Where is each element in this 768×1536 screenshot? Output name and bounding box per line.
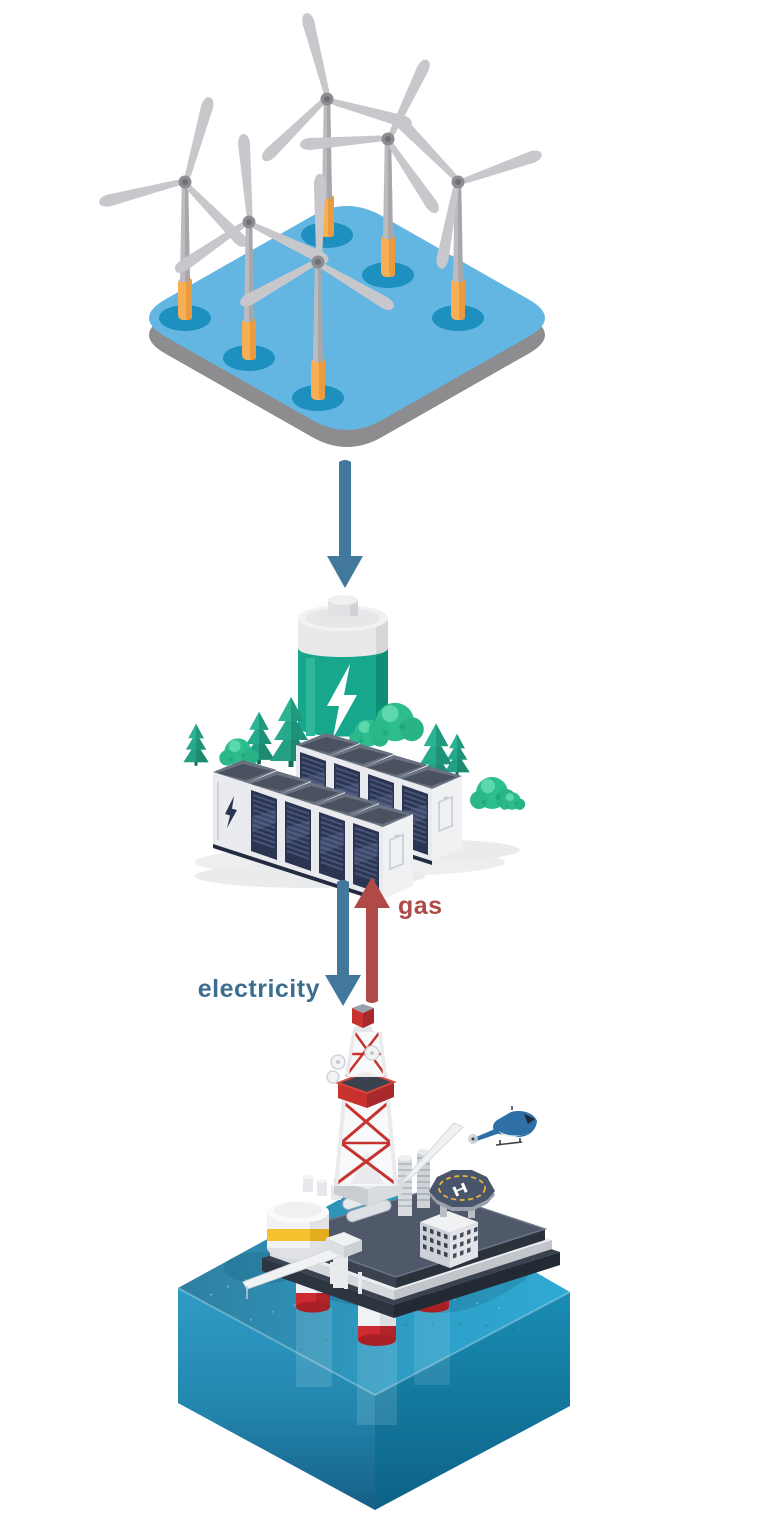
flow-arrows: electricity gas (198, 877, 443, 1006)
wind-turbine (236, 173, 397, 411)
wind-turbine (97, 95, 250, 331)
wind-turbine (300, 57, 442, 288)
lightning-bolt-icon (327, 664, 357, 738)
down-arrow-icon (327, 460, 363, 588)
wind-turbine (393, 112, 544, 331)
electricity-down-arrow-icon (325, 880, 361, 1006)
storage-tank (267, 1201, 329, 1259)
helicopter-icon (465, 1102, 545, 1146)
pine-tree-icon (183, 723, 209, 766)
wind-turbine (171, 134, 331, 371)
offshore-wind-farm-illustration (97, 11, 545, 447)
electricity-label: electricity (198, 975, 320, 1003)
crane-icon (242, 1232, 362, 1299)
flare-boom (397, 1122, 464, 1187)
gas-up-arrow-icon (354, 877, 390, 1003)
storage-cabinet (348, 803, 414, 904)
helipad: H (429, 1170, 495, 1211)
derrick-tower (326, 1004, 402, 1206)
gas-label: gas (398, 892, 443, 920)
helipad-h-marking: H (450, 1179, 470, 1200)
battery-icon (298, 595, 388, 739)
gas-platform-illustration: H (177, 1004, 571, 1510)
deck-equipment (303, 1122, 464, 1223)
wind-turbine (257, 11, 414, 248)
pine-tree-icon (444, 733, 470, 776)
battery-storage-illustration (183, 595, 526, 904)
